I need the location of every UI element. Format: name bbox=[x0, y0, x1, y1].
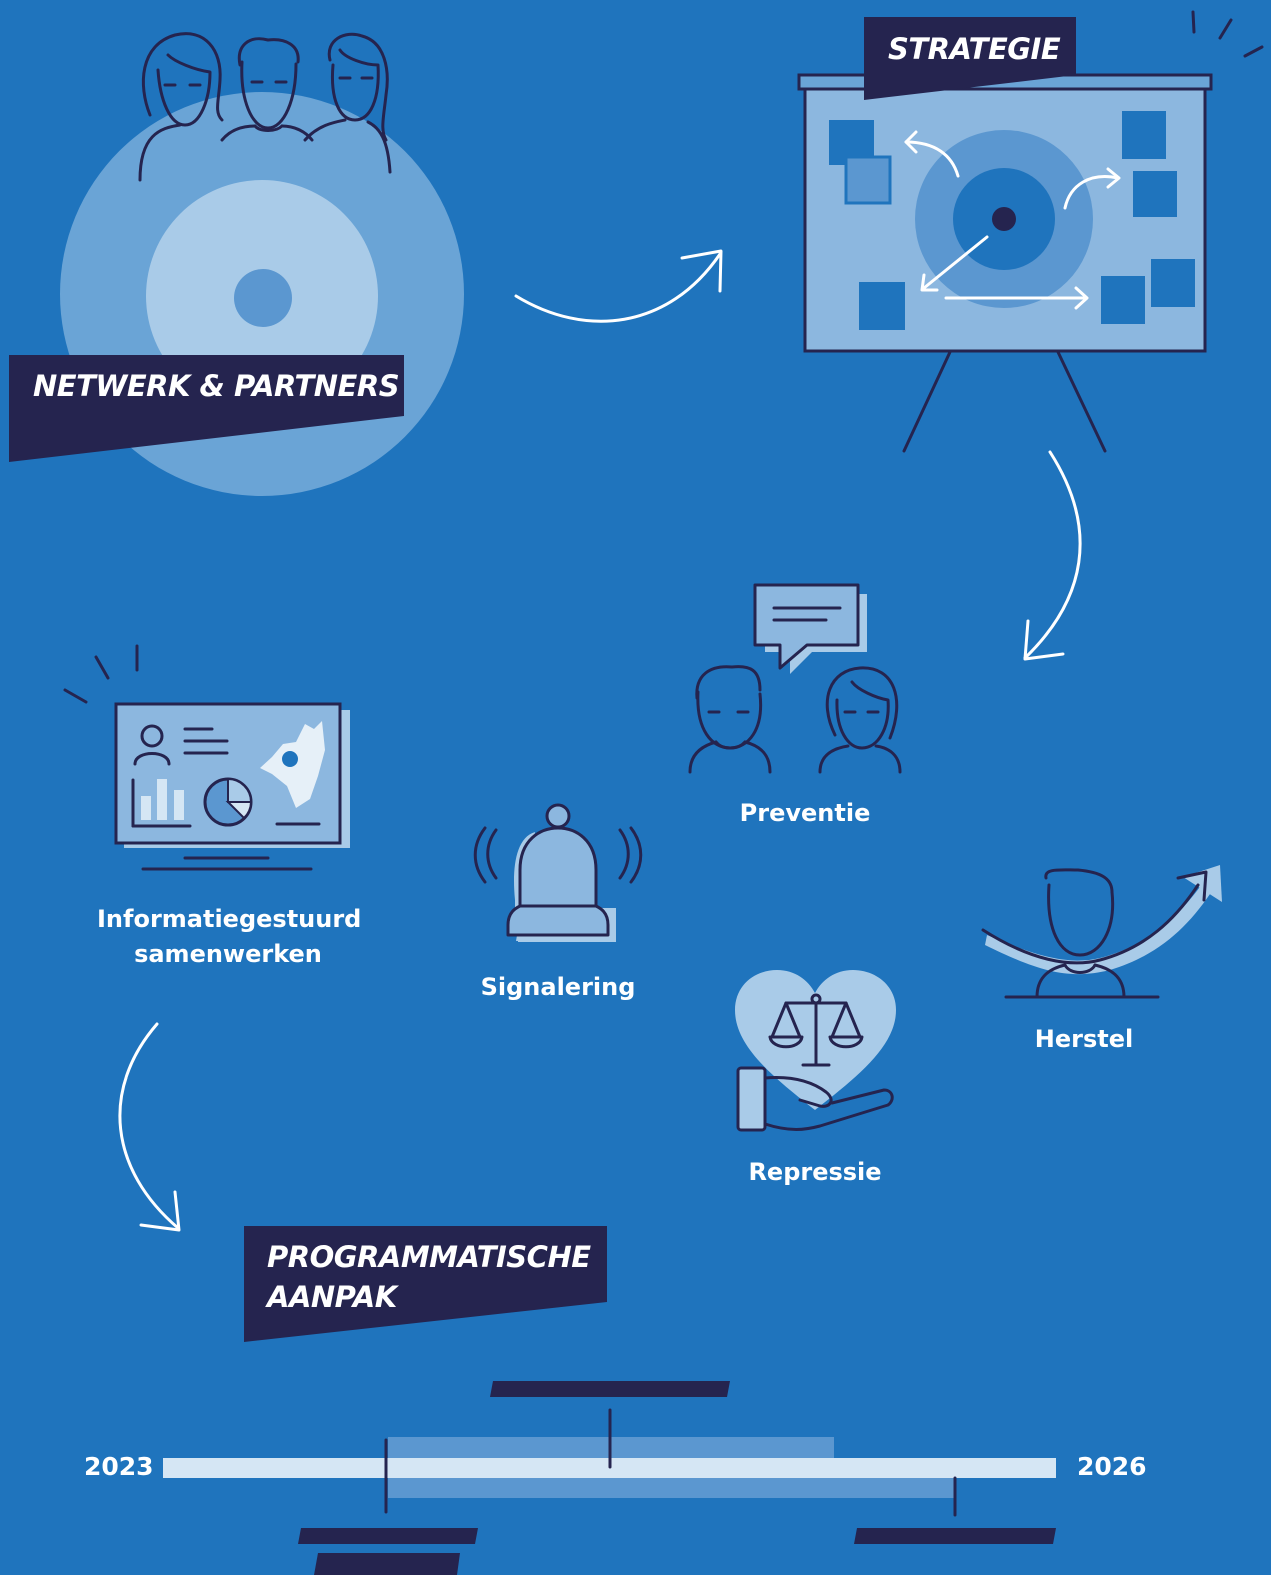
timeline-start-year: 2023 bbox=[84, 1452, 154, 1481]
strategy-title: STRATEGIE bbox=[888, 32, 1061, 66]
monitor-dashboard-icon bbox=[63, 644, 350, 871]
repressie-label: Repressie bbox=[748, 1158, 882, 1186]
info-driven-label-line2: samenwerken bbox=[134, 940, 322, 968]
info-driven-label-line1: Informatiegestuurd bbox=[97, 905, 362, 933]
arrow-info-to-programmatic bbox=[118, 1022, 181, 1232]
info-driven-label: Informatiegestuurd samenwerken bbox=[97, 902, 362, 972]
programmatic-approach-banner bbox=[244, 1226, 607, 1342]
person-rising-arrow-icon bbox=[981, 865, 1222, 999]
scales-heart-hand-icon bbox=[735, 970, 896, 1132]
arrow-strategy-to-preventie bbox=[1023, 450, 1082, 661]
timeline-chart bbox=[163, 1381, 1056, 1575]
programmatic-title-line2: AANPAK bbox=[267, 1280, 397, 1314]
conversation-icon bbox=[688, 583, 902, 774]
preventie-label: Preventie bbox=[739, 799, 871, 827]
signalering-label: Signalering bbox=[480, 973, 636, 1001]
timeline-end-year: 2026 bbox=[1077, 1452, 1147, 1481]
network-partners-banner bbox=[9, 355, 404, 462]
strategy-banner bbox=[864, 17, 1076, 100]
network-partners-title: NETWERK & PARTNERS bbox=[33, 369, 400, 403]
arrow-network-to-strategy bbox=[514, 249, 723, 323]
programmatic-title-line1: PROGRAMMATISCHE bbox=[267, 1240, 591, 1274]
alarm-bell-icon bbox=[473, 803, 643, 942]
people-group-icon bbox=[138, 32, 392, 182]
herstel-label: Herstel bbox=[1034, 1025, 1134, 1053]
